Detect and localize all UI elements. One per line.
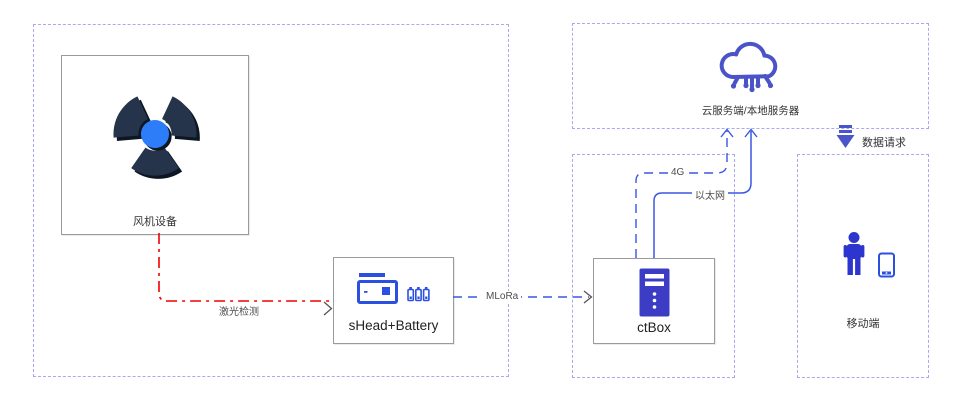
- ctbox-box: ctBox: [593, 258, 715, 344]
- ethernet-link-label: 以太网: [692, 187, 728, 202]
- 4g-link-label: 4G: [668, 167, 688, 178]
- laser-link-label: 激光检测: [216, 303, 262, 318]
- server-icon: [639, 268, 670, 317]
- 4g-link-arrowhead: [720, 128, 734, 138]
- battery-icon: [407, 287, 430, 302]
- data-request-label: 数据请求: [859, 134, 909, 150]
- ctbox-label: ctBox: [637, 320, 671, 335]
- mlora-link-label: MLoRa: [483, 291, 522, 302]
- sensor-head-icon: [357, 273, 398, 304]
- ethernet-link-arrowhead: [744, 128, 758, 138]
- shead-battery-label: sHead+Battery: [348, 318, 439, 333]
- fan-device-box: 风机设备: [61, 55, 249, 235]
- shead-battery-box: sHead+Battery: [333, 257, 454, 344]
- cloud-server-label: 云服务端/本地服务器: [701, 105, 800, 117]
- phone-icon: [878, 252, 895, 278]
- fan-icon: [113, 96, 200, 179]
- mobile-label: 移动端: [846, 318, 880, 330]
- person-icon: [843, 232, 865, 275]
- group-field-devices: [33, 24, 509, 377]
- group-mobile: 移动端: [797, 154, 929, 378]
- data-request-arrow-icon: [836, 125, 855, 148]
- group-cloud-server: 云服务端/本地服务器: [572, 23, 929, 129]
- fan-device-label: 风机设备: [133, 216, 177, 228]
- cloud-server-icon: [719, 41, 778, 93]
